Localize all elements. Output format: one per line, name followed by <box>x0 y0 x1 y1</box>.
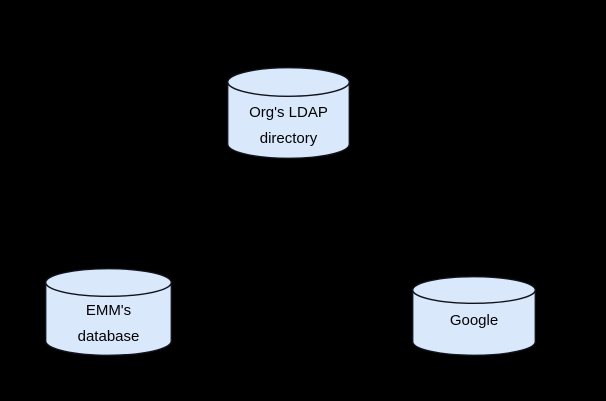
database-cylinder-icon <box>412 275 536 356</box>
database-cylinder-icon <box>227 66 350 159</box>
database-node-ldap[interactable]: Org's LDAP directory <box>227 66 350 159</box>
database-node-emm[interactable]: EMM's database <box>45 267 172 356</box>
database-node-google[interactable]: Google <box>412 275 536 356</box>
database-cylinder-icon <box>45 267 172 356</box>
